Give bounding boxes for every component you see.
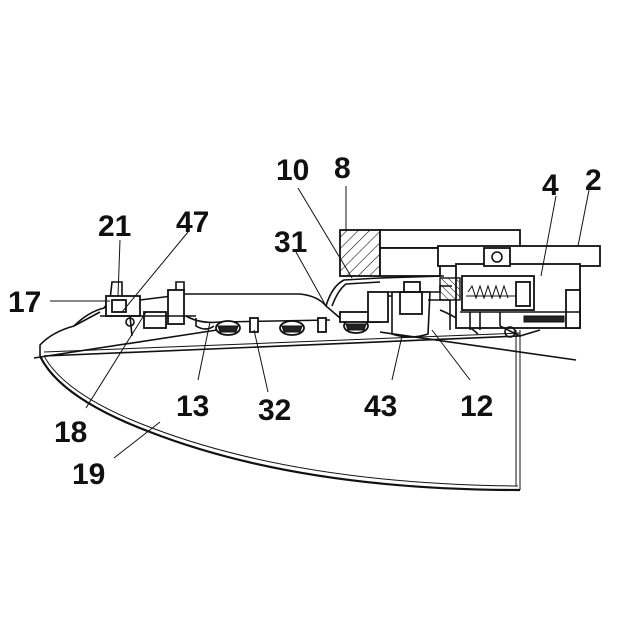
- cover-13: [184, 294, 340, 329]
- label-31: 31: [274, 226, 307, 259]
- label-18: 18: [54, 416, 87, 449]
- label-10: 10: [276, 154, 309, 187]
- label-13: 13: [176, 390, 209, 423]
- label-43: 43: [364, 390, 397, 423]
- label-47: 47: [176, 206, 209, 239]
- label-12: 12: [460, 390, 493, 423]
- label-21: 21: [98, 210, 131, 243]
- label-8: 8: [334, 152, 351, 185]
- label-32: 32: [258, 394, 291, 427]
- left-housing-assembly: [74, 282, 196, 336]
- label-19: 19: [72, 458, 105, 491]
- label-2: 2: [585, 164, 602, 197]
- label-4: 4: [542, 169, 559, 202]
- right-assembly: [438, 246, 600, 337]
- label-17: 17: [8, 286, 41, 319]
